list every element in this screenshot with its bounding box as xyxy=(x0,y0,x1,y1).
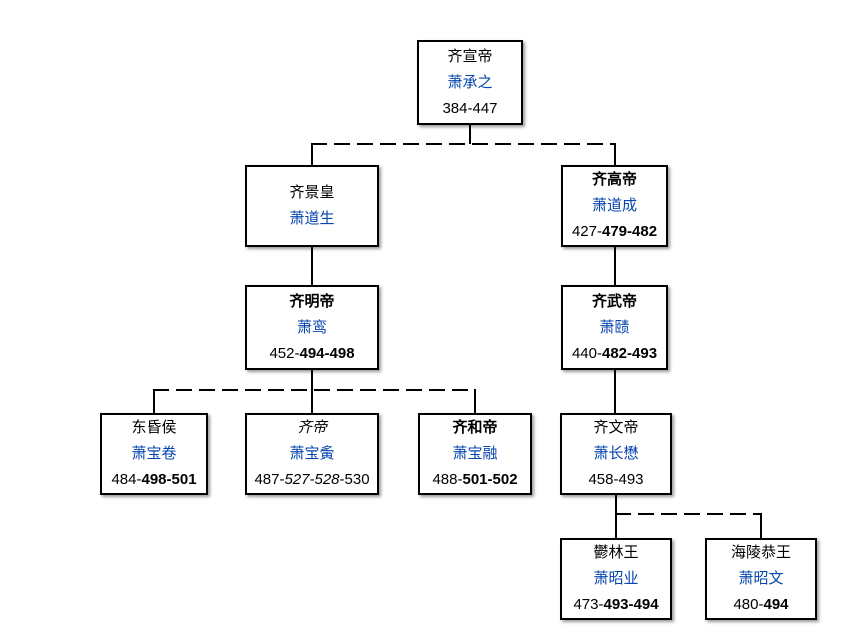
connector-vertical-line xyxy=(474,389,476,413)
connector-vertical-line xyxy=(311,143,313,165)
node-name-link[interactable]: 萧宝夤 xyxy=(289,445,335,462)
connector-vertical-line xyxy=(311,247,313,285)
dates-emphasis: 501-502 xyxy=(462,471,518,488)
tree-node-yu-lin-wang: 鬱林王 萧昭业 473-493-494 xyxy=(560,538,672,620)
node-dates: 440-482-493 xyxy=(572,341,657,367)
dates-suffix: -530 xyxy=(339,471,370,488)
node-name-link[interactable]: 萧昭文 xyxy=(738,570,784,587)
dates-prefix: 487- xyxy=(254,471,285,488)
dates-prefix: 440- xyxy=(571,344,602,362)
node-dates: 480-494 xyxy=(733,592,788,618)
connector-dashed-line xyxy=(311,143,616,145)
connector-vertical-line xyxy=(614,247,616,285)
connector-dashed-line xyxy=(615,513,762,515)
dates-prefix: 458-493 xyxy=(588,471,644,488)
dates-prefix: 480- xyxy=(733,596,764,613)
node-dates: 384-447 xyxy=(442,96,497,122)
dates-emphasis: 494 xyxy=(763,596,789,613)
tree-node-qi-wen-di: 齐文帝 萧长懋 458-493 xyxy=(560,413,672,495)
node-dates: 452-494-498 xyxy=(269,341,354,367)
node-name-link[interactable]: 萧道成 xyxy=(591,197,637,214)
connector-vertical-line xyxy=(615,495,617,538)
node-dates: 484-498-501 xyxy=(111,467,196,493)
connector-vertical-line xyxy=(311,370,313,413)
node-name-link[interactable]: 萧赜 xyxy=(599,318,630,336)
dates-prefix: 473- xyxy=(573,596,604,613)
node-dates: 458-493 xyxy=(588,467,643,493)
connector-vertical-line xyxy=(614,370,616,413)
connector-dashed-line xyxy=(153,389,475,391)
dates-prefix: 427- xyxy=(571,223,602,240)
tree-node-qi-gao-di: 齐高帝 萧道成 427-479-482 xyxy=(561,165,668,247)
node-title: 齐明帝 xyxy=(289,292,335,310)
connector-vertical-line xyxy=(153,389,155,413)
node-title: 齐文帝 xyxy=(593,419,639,436)
node-name-link[interactable]: 萧宝卷 xyxy=(131,445,177,462)
node-title: 齐和帝 xyxy=(452,419,498,436)
dates-prefix: 484- xyxy=(111,471,142,488)
connector-vertical-line xyxy=(469,125,471,144)
dates-prefix: 384-447 xyxy=(442,99,498,117)
node-name-link[interactable]: 萧宝融 xyxy=(452,445,498,462)
node-dates: 488-501-502 xyxy=(432,467,517,493)
node-name-link[interactable]: 萧鸾 xyxy=(296,318,327,336)
tree-node-qi-di: 齐帝 萧宝夤 487-527-528-530 xyxy=(245,413,379,495)
node-title: 齐武帝 xyxy=(591,292,637,310)
node-title: 海陵恭王 xyxy=(730,544,791,561)
node-title: 东昏侯 xyxy=(131,419,177,436)
dates-emphasis: 482-493 xyxy=(601,344,658,362)
dates-emphasis: 494-498 xyxy=(299,344,355,362)
node-name-link[interactable]: 萧长懋 xyxy=(593,445,639,462)
connector-vertical-line xyxy=(614,143,616,165)
node-name-link[interactable]: 萧道生 xyxy=(289,210,335,227)
tree-node-qi-he-di: 齐和帝 萧宝融 488-501-502 xyxy=(418,413,532,495)
node-title: 鬱林王 xyxy=(593,544,639,561)
dates-prefix: 452- xyxy=(269,344,300,362)
dates-emphasis: 498-501 xyxy=(141,471,197,488)
tree-node-qi-xuan-di: 齐宣帝 萧承之 384-447 xyxy=(417,40,523,125)
node-name-link[interactable]: 萧承之 xyxy=(447,73,493,91)
node-title: 齐帝 xyxy=(296,419,327,436)
dates-emphasis: 493-494 xyxy=(603,596,659,613)
dates-prefix: 488- xyxy=(432,471,463,488)
node-dates: 427-479-482 xyxy=(572,219,657,245)
connector-vertical-line xyxy=(760,513,762,538)
node-title: 齐宣帝 xyxy=(447,47,493,65)
tree-node-qi-wu-di: 齐武帝 萧赜 440-482-493 xyxy=(561,285,668,370)
node-title: 齐高帝 xyxy=(591,171,637,188)
node-dates: 487-527-528-530 xyxy=(254,467,369,493)
tree-node-hai-ling-gong-wang: 海陵恭王 萧昭文 480-494 xyxy=(705,538,817,620)
tree-node-dong-hun-hou: 东昏侯 萧宝卷 484-498-501 xyxy=(100,413,208,495)
tree-node-qi-ming-di: 齐明帝 萧鸾 452-494-498 xyxy=(245,285,379,370)
node-title: 齐景皇 xyxy=(289,184,335,201)
node-dates: 473-493-494 xyxy=(573,592,658,618)
node-name-link[interactable]: 萧昭业 xyxy=(593,570,639,587)
tree-node-qi-jing-huang: 齐景皇 萧道生 xyxy=(245,165,379,247)
dates-emphasis: 527-528 xyxy=(284,471,340,488)
dates-emphasis: 479-482 xyxy=(601,223,658,240)
